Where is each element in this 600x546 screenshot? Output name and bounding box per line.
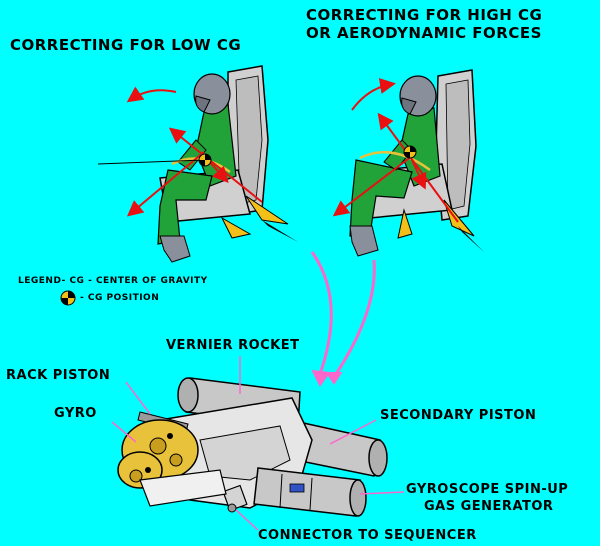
connector-plug bbox=[222, 484, 248, 513]
rotation-arrow-right bbox=[351, 78, 396, 111]
label-connector: CONNECTOR TO SEQUENCER bbox=[258, 528, 477, 543]
seat-low-cg bbox=[97, 65, 298, 263]
reference-line-left bbox=[97, 159, 205, 165]
label-gyroscope-spinup-line2: GAS GENERATOR bbox=[424, 499, 554, 514]
pilot-legs-right bbox=[349, 159, 413, 237]
force-arrow-right-c bbox=[411, 159, 427, 190]
cg-marker-left bbox=[198, 153, 212, 167]
leader-lines bbox=[111, 356, 405, 531]
label-vernier-rocket: VERNIER ROCKET bbox=[166, 338, 300, 353]
gas-generator-body bbox=[253, 467, 361, 517]
pilot-legs-left bbox=[157, 169, 213, 245]
rotation-arrow-left bbox=[126, 86, 177, 103]
leader-rack bbox=[125, 381, 151, 415]
leader-gas bbox=[359, 491, 405, 495]
seat-high-cg bbox=[332, 69, 484, 257]
pointer-arrows bbox=[310, 251, 376, 387]
heading-high-cg-line1: CORRECTING FOR HIGH CG bbox=[306, 6, 543, 24]
rocket-flame-left-a bbox=[245, 195, 289, 225]
force-arrow-right-b bbox=[332, 155, 413, 217]
rocket-flame-left-b bbox=[220, 216, 252, 239]
cg-position-icon bbox=[60, 290, 76, 306]
heading-low-cg: CORRECTING FOR LOW CG bbox=[10, 36, 242, 54]
stabilization-mechanism bbox=[117, 377, 388, 517]
leader-connector bbox=[235, 509, 259, 531]
cg-marker-right bbox=[403, 145, 417, 159]
heading-high-cg-line2: OR AERODYNAMIC FORCES bbox=[306, 24, 542, 42]
label-gyro: GYRO bbox=[54, 406, 97, 421]
leader-secondary bbox=[329, 419, 377, 445]
label-secondary-piston: SECONDARY PISTON bbox=[380, 408, 537, 423]
force-arrow-left-b bbox=[126, 151, 205, 217]
label-rack-piston: RACK PISTON bbox=[6, 368, 111, 383]
leader-gyro bbox=[111, 421, 137, 443]
pointer-arrow-left bbox=[310, 251, 333, 375]
legend-line1: LEGEND- CG - CENTER OF GRAVITY bbox=[18, 276, 208, 286]
legend-line2: - CG POSITION bbox=[80, 293, 160, 303]
pointer-arrow-right bbox=[334, 259, 376, 375]
mounting-plate bbox=[139, 469, 227, 507]
thrust-arrow-right bbox=[377, 112, 459, 223]
label-gyroscope-spinup-line1: GYROSCOPE SPIN-UP bbox=[406, 482, 569, 497]
rocket-flame-right-b bbox=[397, 208, 413, 239]
